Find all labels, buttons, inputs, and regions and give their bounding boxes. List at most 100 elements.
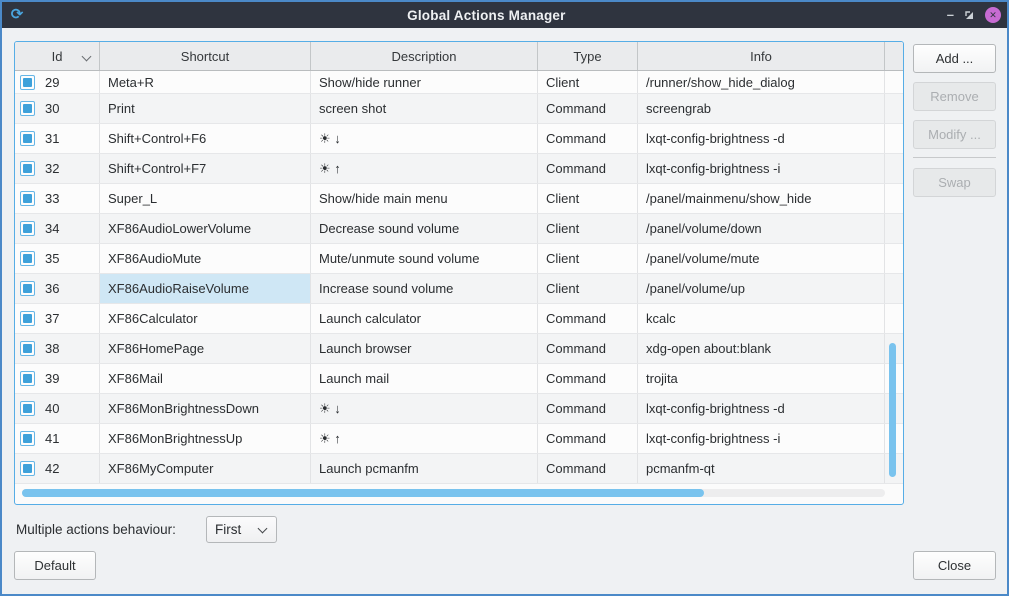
row-id-cell[interactable]: 41 [15,424,100,453]
behaviour-combobox[interactable]: First [206,516,277,543]
table-row[interactable]: 31 Shift+Control+F6 ☀ ↓ Command lxqt-con… [15,124,903,154]
row-type-cell[interactable]: Client [538,184,638,213]
row-info-cell[interactable]: pcmanfm-qt [638,454,885,483]
row-checkbox[interactable] [20,461,35,476]
row-description-cell[interactable]: Increase sound volume [311,274,538,303]
row-id-cell[interactable]: 37 [15,304,100,333]
horizontal-scrollbar-thumb[interactable] [22,489,704,497]
row-type-cell[interactable]: Client [538,214,638,243]
row-description-cell[interactable]: Decrease sound volume [311,214,538,243]
row-info-cell[interactable]: lxqt-config-brightness -d [638,124,885,153]
row-id-cell[interactable]: 36 [15,274,100,303]
row-id-cell[interactable]: 42 [15,454,100,483]
row-checkbox[interactable] [20,311,35,326]
table-row[interactable]: 42 XF86MyComputer Launch pcmanfm Command… [15,454,903,484]
column-header-description[interactable]: Description [311,42,538,70]
table-row[interactable]: 29 Meta+R Show/hide runner Client /runne… [15,71,903,94]
column-header-shortcut[interactable]: Shortcut [100,42,311,70]
add-button[interactable]: Add ... [913,44,996,73]
close-window-button[interactable]: ✕ [985,7,1001,23]
table-row[interactable]: 35 XF86AudioMute Mute/unmute sound volum… [15,244,903,274]
row-description-cell[interactable]: Launch mail [311,364,538,393]
row-shortcut-cell[interactable]: XF86MonBrightnessDown [100,394,311,423]
row-info-cell[interactable]: /runner/show_hide_dialog [638,71,885,93]
column-header-type[interactable]: Type [538,42,638,70]
horizontal-scrollbar[interactable] [22,489,885,497]
row-shortcut-cell[interactable]: XF86AudioRaiseVolume [100,274,311,303]
row-info-cell[interactable]: lxqt-config-brightness -i [638,424,885,453]
table-row[interactable]: 33 Super_L Show/hide main menu Client /p… [15,184,903,214]
shortcuts-table[interactable]: Id Shortcut Description Type Info 29 Met… [14,41,904,505]
row-shortcut-cell[interactable]: Print [100,94,311,123]
table-row[interactable]: 30 Print screen shot Command screengrab [15,94,903,124]
row-checkbox[interactable] [20,101,35,116]
row-info-cell[interactable]: trojita [638,364,885,393]
row-id-cell[interactable]: 30 [15,94,100,123]
table-row[interactable]: 41 XF86MonBrightnessUp ☀ ↑ Command lxqt-… [15,424,903,454]
row-info-cell[interactable]: /panel/mainmenu/show_hide [638,184,885,213]
row-description-cell[interactable]: ☀ ↓ [311,124,538,153]
row-info-cell[interactable]: screengrab [638,94,885,123]
row-description-cell[interactable]: Launch browser [311,334,538,363]
close-button[interactable]: Close [913,551,996,580]
row-shortcut-cell[interactable]: Shift+Control+F7 [100,154,311,183]
row-id-cell[interactable]: 38 [15,334,100,363]
row-info-cell[interactable]: kcalc [638,304,885,333]
default-button[interactable]: Default [14,551,96,580]
row-type-cell[interactable]: Client [538,274,638,303]
row-checkbox[interactable] [20,221,35,236]
row-checkbox[interactable] [20,281,35,296]
row-shortcut-cell[interactable]: XF86MonBrightnessUp [100,424,311,453]
row-info-cell[interactable]: lxqt-config-brightness -i [638,154,885,183]
row-type-cell[interactable]: Command [538,304,638,333]
table-row[interactable]: 34 XF86AudioLowerVolume Decrease sound v… [15,214,903,244]
vertical-scrollbar-thumb[interactable] [889,343,896,477]
row-checkbox[interactable] [20,161,35,176]
row-id-cell[interactable]: 29 [15,71,100,93]
table-row[interactable]: 40 XF86MonBrightnessDown ☀ ↓ Command lxq… [15,394,903,424]
row-description-cell[interactable]: Show/hide main menu [311,184,538,213]
row-info-cell[interactable]: /panel/volume/up [638,274,885,303]
row-type-cell[interactable]: Client [538,71,638,93]
row-id-cell[interactable]: 34 [15,214,100,243]
row-type-cell[interactable]: Command [538,424,638,453]
row-checkbox[interactable] [20,371,35,386]
row-id-cell[interactable]: 31 [15,124,100,153]
row-type-cell[interactable]: Command [538,334,638,363]
row-shortcut-cell[interactable]: Meta+R [100,71,311,93]
row-shortcut-cell[interactable]: XF86HomePage [100,334,311,363]
restore-icon[interactable] [964,10,975,21]
row-description-cell[interactable]: ☀ ↑ [311,424,538,453]
table-row[interactable]: 37 XF86Calculator Launch calculator Comm… [15,304,903,334]
row-description-cell[interactable]: Mute/unmute sound volume [311,244,538,273]
row-shortcut-cell[interactable]: XF86AudioMute [100,244,311,273]
minimize-button[interactable]: – [946,7,954,22]
table-row[interactable]: 39 XF86Mail Launch mail Command trojita [15,364,903,394]
row-info-cell[interactable]: xdg-open about:blank [638,334,885,363]
row-shortcut-cell[interactable]: XF86Calculator [100,304,311,333]
row-shortcut-cell[interactable]: XF86MyComputer [100,454,311,483]
row-description-cell[interactable]: ☀ ↑ [311,154,538,183]
row-shortcut-cell[interactable]: Shift+Control+F6 [100,124,311,153]
row-id-cell[interactable]: 35 [15,244,100,273]
row-checkbox[interactable] [20,401,35,416]
table-row[interactable]: 32 Shift+Control+F7 ☀ ↑ Command lxqt-con… [15,154,903,184]
row-checkbox[interactable] [20,131,35,146]
table-row[interactable]: 38 XF86HomePage Launch browser Command x… [15,334,903,364]
row-type-cell[interactable]: Command [538,154,638,183]
column-header-info[interactable]: Info [638,42,885,70]
row-checkbox[interactable] [20,191,35,206]
row-checkbox[interactable] [20,251,35,266]
row-description-cell[interactable]: screen shot [311,94,538,123]
row-type-cell[interactable]: Client [538,244,638,273]
row-info-cell[interactable]: /panel/volume/mute [638,244,885,273]
row-id-cell[interactable]: 33 [15,184,100,213]
row-type-cell[interactable]: Command [538,454,638,483]
row-id-cell[interactable]: 40 [15,394,100,423]
row-info-cell[interactable]: lxqt-config-brightness -d [638,394,885,423]
row-description-cell[interactable]: ☀ ↓ [311,394,538,423]
swap-button[interactable]: Swap [913,168,996,197]
row-type-cell[interactable]: Command [538,394,638,423]
row-shortcut-cell[interactable]: XF86AudioLowerVolume [100,214,311,243]
remove-button[interactable]: Remove [913,82,996,111]
